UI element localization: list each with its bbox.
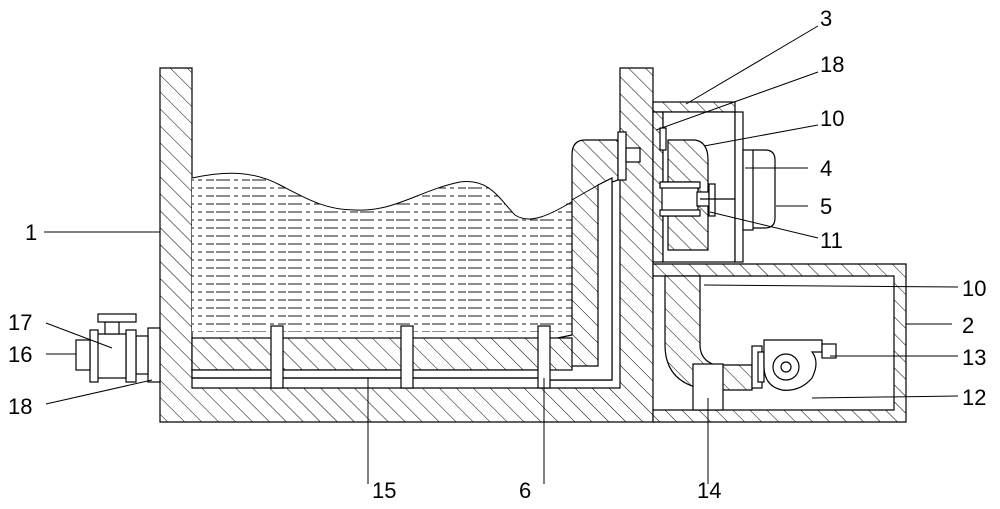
support-posts — [270, 325, 551, 389]
label-11: 11 — [820, 228, 843, 253]
drain-valve — [75, 313, 161, 383]
label-10-upper: 10 — [820, 106, 844, 131]
label-2: 2 — [962, 313, 974, 338]
label-18-right: 18 — [820, 52, 844, 77]
label-6: 6 — [519, 478, 531, 503]
leader-lines — [44, 25, 959, 484]
label-5: 5 — [820, 194, 832, 219]
label-14: 14 — [697, 478, 721, 503]
pump — [751, 339, 837, 391]
liquid-body — [191, 172, 611, 332]
main-tank — [159, 67, 654, 423]
label-17: 17 — [8, 310, 32, 335]
label-15: 15 — [372, 478, 396, 503]
label-16: 16 — [8, 342, 32, 367]
filter-plate — [191, 337, 573, 379]
wall-flange-upper — [617, 131, 641, 181]
part-labels: 1 17 16 18 15 6 14 3 18 10 4 5 11 10 2 1… — [8, 6, 986, 503]
label-18-left: 18 — [8, 394, 32, 419]
label-12: 12 — [962, 385, 986, 410]
inner-valve — [659, 181, 735, 217]
label-10-lower: 10 — [962, 276, 986, 301]
label-1: 1 — [25, 220, 37, 245]
label-13: 13 — [962, 345, 986, 370]
label-3: 3 — [820, 6, 832, 31]
handle — [753, 149, 776, 229]
label-4: 4 — [820, 156, 832, 181]
